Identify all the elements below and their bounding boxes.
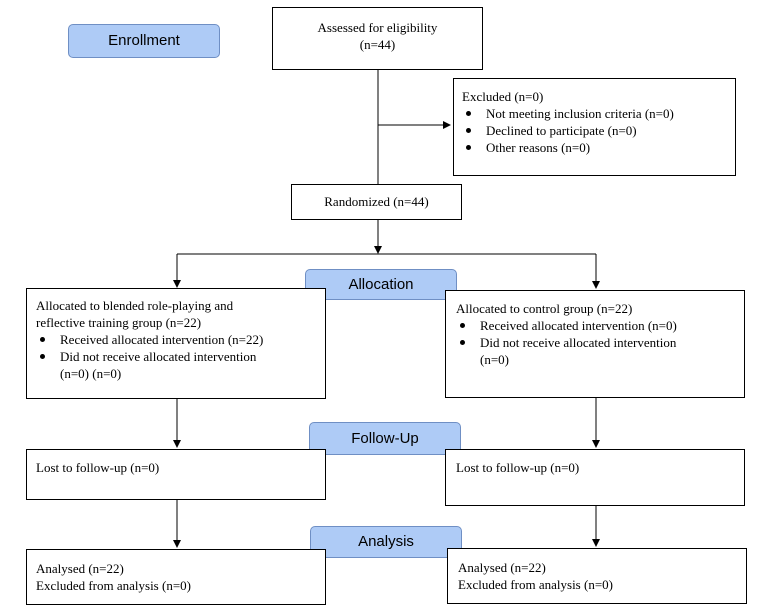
analysis-left-box: Analysed (n=22) Excluded from analysis (… [26, 549, 326, 605]
assessed-title: Assessed for eligibility [317, 20, 438, 35]
excluded-title: Excluded (n=0) [462, 89, 544, 104]
list-item: Received allocated intervention (n=0) [456, 317, 736, 334]
assessed-box: Assessed for eligibility (n=44) [272, 7, 483, 70]
allocation-left-box: Allocated to blended role-playing and re… [26, 288, 326, 399]
excluded-box: Excluded (n=0) Not meeting inclusion cri… [453, 78, 736, 176]
allocation-right-title: Allocated to control group (n=22) [456, 301, 633, 316]
analysis-right-analysed: Analysed (n=22) [458, 560, 546, 575]
analysis-left-analysed: Analysed (n=22) [36, 561, 124, 576]
assessed-count: (n=44) [359, 37, 396, 52]
analysis-left-excluded: Excluded from analysis (n=0) [36, 578, 191, 593]
allocation-left-title: Allocated to blended role-playing and [36, 298, 234, 313]
list-item: Other reasons (n=0) [462, 139, 735, 156]
list-item: Did not receive allocated intervention (… [36, 348, 317, 382]
allocation-left-list: Received allocated intervention (n=22) D… [36, 331, 317, 382]
excluded-list: Not meeting inclusion criteria (n=0) Dec… [462, 105, 735, 156]
analysis-right-box: Analysed (n=22) Excluded from analysis (… [447, 548, 747, 604]
list-item: Not meeting inclusion criteria (n=0) [462, 105, 735, 122]
stage-followup: Follow-Up [309, 422, 461, 455]
randomized-box: Randomized (n=44) [291, 184, 462, 220]
analysis-right-excluded: Excluded from analysis (n=0) [458, 577, 613, 592]
list-item: Did not receive allocated intervention (… [456, 334, 736, 368]
followup-right-box: Lost to follow-up (n=0) [445, 449, 745, 506]
followup-left-box: Lost to follow-up (n=0) [26, 449, 326, 500]
allocation-right-box: Allocated to control group (n=22) Receiv… [445, 290, 745, 398]
allocation-right-list: Received allocated intervention (n=0) Di… [456, 317, 736, 368]
stage-analysis: Analysis [310, 526, 462, 558]
stage-enrollment: Enrollment [68, 24, 220, 58]
list-item: Declined to participate (n=0) [462, 122, 735, 139]
list-item: Received allocated intervention (n=22) [36, 331, 317, 348]
allocation-left-title-cont: reflective training group (n=22) [36, 315, 202, 330]
stage-allocation: Allocation [305, 269, 457, 300]
